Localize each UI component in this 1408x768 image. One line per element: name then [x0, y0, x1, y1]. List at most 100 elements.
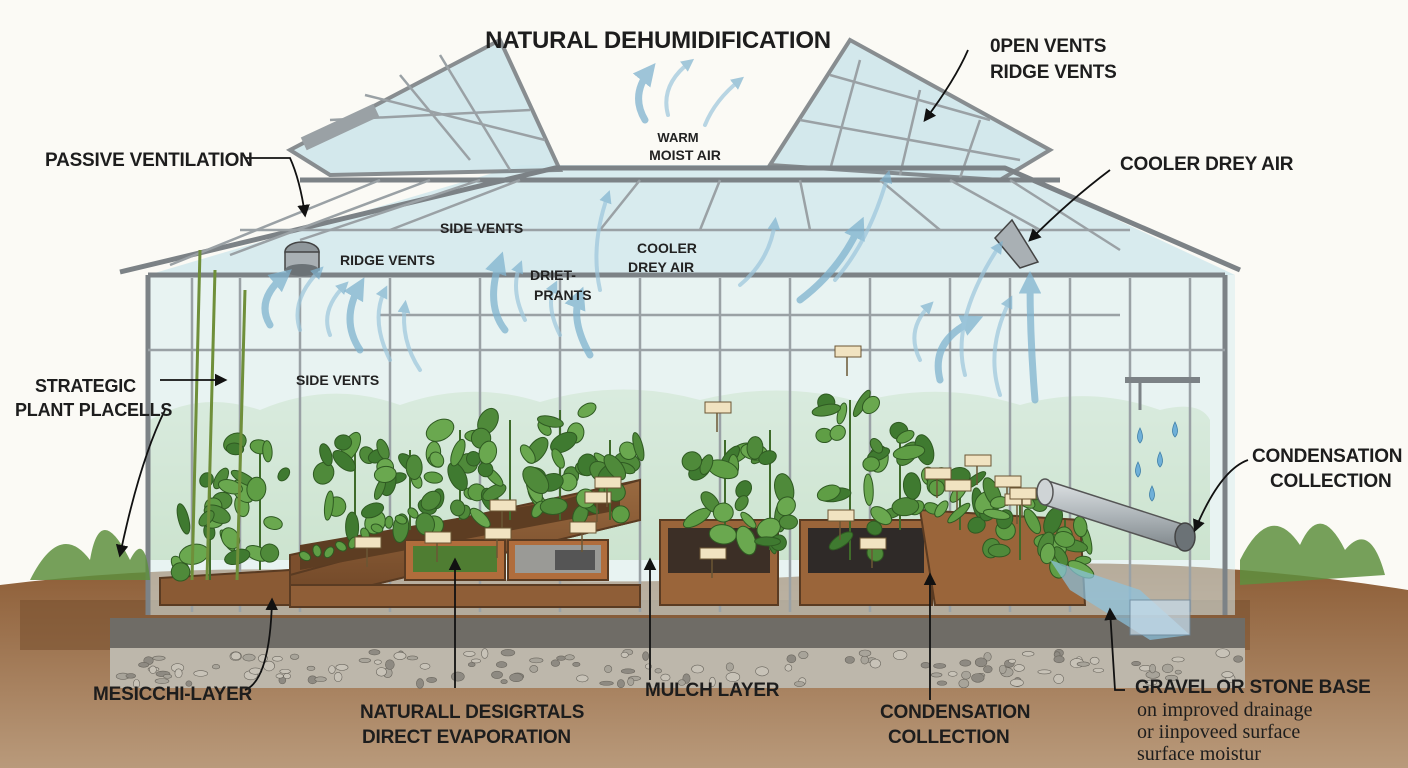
leaf [519, 444, 536, 464]
label-strategic: STRATEGIC [35, 376, 136, 396]
gravel-stone [1149, 663, 1156, 674]
leaf [863, 473, 874, 506]
roof-rafter [879, 179, 941, 231]
leaf [1023, 508, 1042, 535]
gravel-stone [709, 676, 716, 688]
leaf [611, 505, 630, 524]
tag-plate [699, 547, 727, 560]
roof-rafter [299, 178, 481, 242]
gravel-stone [1076, 661, 1090, 667]
leaf [816, 484, 841, 502]
gravel-stone [930, 672, 943, 678]
gravel-stone [463, 650, 476, 657]
gravel-stone [376, 667, 387, 677]
airflow-arrow [632, 63, 656, 124]
gravel-stone [393, 651, 407, 660]
gravel-stone [755, 666, 769, 677]
plant-tag [704, 401, 732, 432]
airflow-arrow [261, 269, 292, 329]
leaf [681, 451, 703, 472]
leaf [469, 507, 491, 528]
label-direct-evaporation: DIRECT EVAPORATION [362, 727, 571, 748]
leaf [712, 502, 734, 523]
gravel-stone [426, 676, 438, 683]
airflow-arrow [594, 190, 612, 292]
leaf [987, 543, 1011, 558]
roof-rafter [599, 179, 641, 231]
gravel-stone [1053, 673, 1064, 684]
gravel-stone [174, 668, 183, 679]
gravel-stone [620, 668, 636, 674]
tag-plate [944, 479, 972, 492]
leaf [482, 483, 507, 502]
leaf [373, 465, 397, 483]
gravel-stone [959, 659, 972, 667]
airflow-arrow [397, 299, 422, 372]
roof-rafter [698, 179, 722, 231]
tag-plate [354, 536, 382, 549]
label-surface: or iinpoveed surface [1137, 721, 1300, 743]
tag-plate [594, 476, 622, 489]
condensation-pipe [1036, 478, 1196, 640]
gravel-stone [328, 665, 336, 674]
leaf [332, 449, 356, 472]
roof-rafters [169, 178, 1121, 267]
airflow-arrow [564, 286, 594, 359]
gravel-stone [138, 662, 150, 668]
leaf [384, 515, 394, 529]
tag-plate [834, 345, 862, 358]
tag-plate [584, 491, 612, 504]
gravel-stone [860, 655, 869, 665]
plant-tag [1009, 487, 1037, 518]
ridge-vent-device-right [993, 218, 1040, 269]
gravel-stone [869, 658, 881, 669]
gravel-stone [576, 674, 589, 683]
leaf [405, 454, 423, 481]
gravel-stone [1165, 674, 1178, 682]
label-collection-right: COLLECTION [1270, 471, 1392, 492]
gravel-stone [858, 649, 872, 657]
gravel-stone [385, 659, 395, 670]
gravel-stone [564, 654, 575, 661]
leaf [263, 516, 283, 530]
leaf [335, 540, 347, 552]
leaf [319, 443, 333, 467]
gravel-stone [272, 656, 283, 662]
gravel-stone [152, 655, 166, 661]
gravel-stone [572, 661, 581, 667]
gravel-stone [677, 679, 686, 686]
plant-tag [944, 479, 972, 510]
gravel-stone [971, 673, 985, 683]
gravel-stone [481, 648, 489, 659]
plant-tags [354, 345, 1037, 578]
gravel-stone [794, 681, 805, 687]
leaf [170, 562, 191, 582]
tag-plate [964, 454, 992, 467]
tag-plate [1009, 487, 1037, 500]
leaf [420, 490, 442, 511]
gravel-base [110, 618, 1245, 689]
gravel-stone [1215, 648, 1230, 658]
leaf [892, 444, 926, 461]
airflow-arrow [325, 281, 349, 337]
tag-plate [704, 401, 732, 414]
roof-rafter [169, 178, 381, 267]
leaf [891, 497, 920, 517]
gravel-stone [496, 661, 508, 668]
gravel-stone [419, 663, 431, 670]
gravel-stone [279, 668, 291, 674]
gravel-stone [642, 651, 649, 661]
gravel-stone [1131, 661, 1141, 666]
left-ridge-vent-panel [285, 37, 564, 178]
gravel-stone [1010, 678, 1024, 687]
gravel-stone [467, 662, 476, 668]
leaf [246, 476, 267, 502]
leaf [869, 438, 884, 454]
airflow-arrow [912, 301, 934, 362]
leaf [423, 471, 443, 484]
leaf [967, 516, 986, 534]
gravel-stone [185, 680, 193, 687]
leaf [176, 503, 191, 535]
